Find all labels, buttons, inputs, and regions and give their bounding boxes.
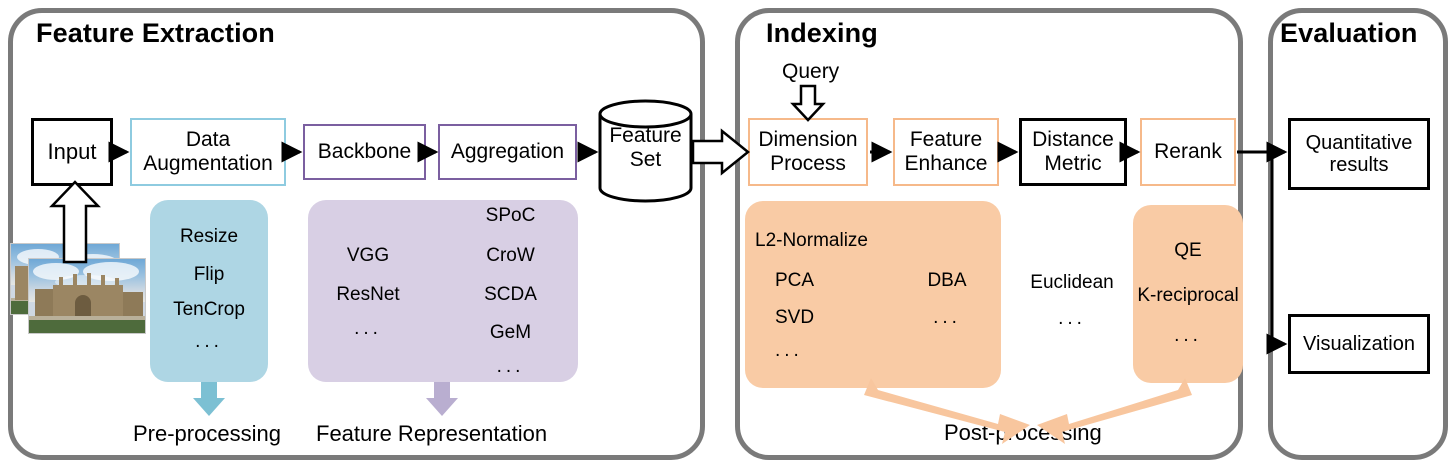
pool-dimension-item-1: PCA — [775, 270, 815, 291]
box-feature-set[interactable]: Feature Set — [598, 99, 693, 203]
caption-pre-processing: Pre-processing — [133, 421, 281, 446]
pool-backbone-item-2: ... — [354, 318, 382, 339]
pool-rerank-item-2: ... — [1174, 325, 1202, 346]
box-feature-enhance-line1: Feature — [909, 128, 983, 152]
distance-item-1: ... — [1058, 308, 1086, 329]
panel-title-feature-extraction: Feature Extraction — [36, 18, 275, 48]
box-dimension-process-line2: Process — [770, 152, 846, 175]
pool-dimension-item-3: ... — [775, 340, 803, 361]
pool-feature-representation — [308, 200, 578, 382]
pool-dimension-enhance — [745, 201, 1001, 388]
box-data-augmentation[interactable]: Data Augmentation — [130, 118, 286, 186]
box-data-augmentation-line2: Augmentation — [143, 152, 273, 175]
pool-aggregation-item-0: SPoC — [485, 205, 536, 226]
pool-backbone-item-1: ResNet — [336, 284, 400, 305]
caption-post-processing: Post-processing — [944, 420, 1102, 445]
box-feature-set-line2: Set — [629, 148, 662, 172]
box-rerank[interactable]: Rerank — [1140, 118, 1236, 186]
box-input[interactable]: Input — [31, 118, 113, 186]
box-aggregation[interactable]: Aggregation — [438, 124, 577, 180]
box-quantitative-results[interactable]: Quantitative results — [1288, 118, 1430, 190]
label-query: Query — [782, 60, 840, 83]
pool-enhance-item-1: ... — [933, 307, 961, 328]
pool-backbone-item-0: VGG — [346, 245, 390, 266]
box-backbone[interactable]: Backbone — [303, 124, 426, 180]
pool-preprocessing-item-1: Flip — [193, 264, 225, 285]
pool-preprocessing-item-0: Resize — [179, 226, 239, 247]
box-distance-metric-line1: Distance — [1032, 128, 1114, 152]
pool-rerank-item-0: QE — [1174, 240, 1202, 261]
caption-feature-representation: Feature Representation — [316, 421, 548, 446]
panel-title-evaluation: Evaluation — [1280, 18, 1418, 48]
box-quantitative-results-line2: results — [1329, 154, 1389, 176]
panel-evaluation — [1268, 8, 1448, 460]
pool-dimension-item-0: L2-Normalize — [755, 230, 868, 251]
box-distance-metric-line2: Metric — [1044, 152, 1102, 175]
pool-aggregation-item-3: GeM — [489, 322, 532, 343]
distance-item-0: Euclidean — [1030, 272, 1114, 293]
box-dimension-process-line1: Dimension — [758, 128, 858, 152]
panel-title-indexing: Indexing — [766, 18, 878, 48]
pool-aggregation-item-1: CroW — [486, 245, 535, 266]
box-visualization[interactable]: Visualization — [1288, 314, 1430, 374]
pool-aggregation-item-2: SCDA — [484, 284, 537, 305]
box-data-augmentation-line1: Data — [185, 128, 231, 152]
box-distance-metric[interactable]: Distance Metric — [1019, 118, 1127, 186]
pool-preprocessing — [150, 200, 268, 382]
pool-rerank — [1133, 205, 1243, 383]
box-feature-enhance-line2: Enhance — [904, 152, 988, 175]
pool-enhance-item-0: DBA — [927, 270, 967, 291]
box-feature-enhance[interactable]: Feature Enhance — [893, 118, 999, 186]
pool-preprocessing-item-3: ... — [195, 331, 223, 352]
pool-preprocessing-item-2: TenCrop — [173, 299, 245, 320]
pool-dimension-item-2: SVD — [775, 307, 815, 328]
pool-rerank-item-1: K-reciprocal — [1137, 285, 1239, 306]
box-feature-set-line1: Feature — [609, 124, 682, 147]
input-photo-front — [28, 258, 146, 334]
box-quantitative-results-line1: Quantitative — [1305, 131, 1413, 154]
pool-aggregation-item-4: ... — [496, 356, 525, 377]
box-dimension-process[interactable]: Dimension Process — [748, 118, 868, 186]
